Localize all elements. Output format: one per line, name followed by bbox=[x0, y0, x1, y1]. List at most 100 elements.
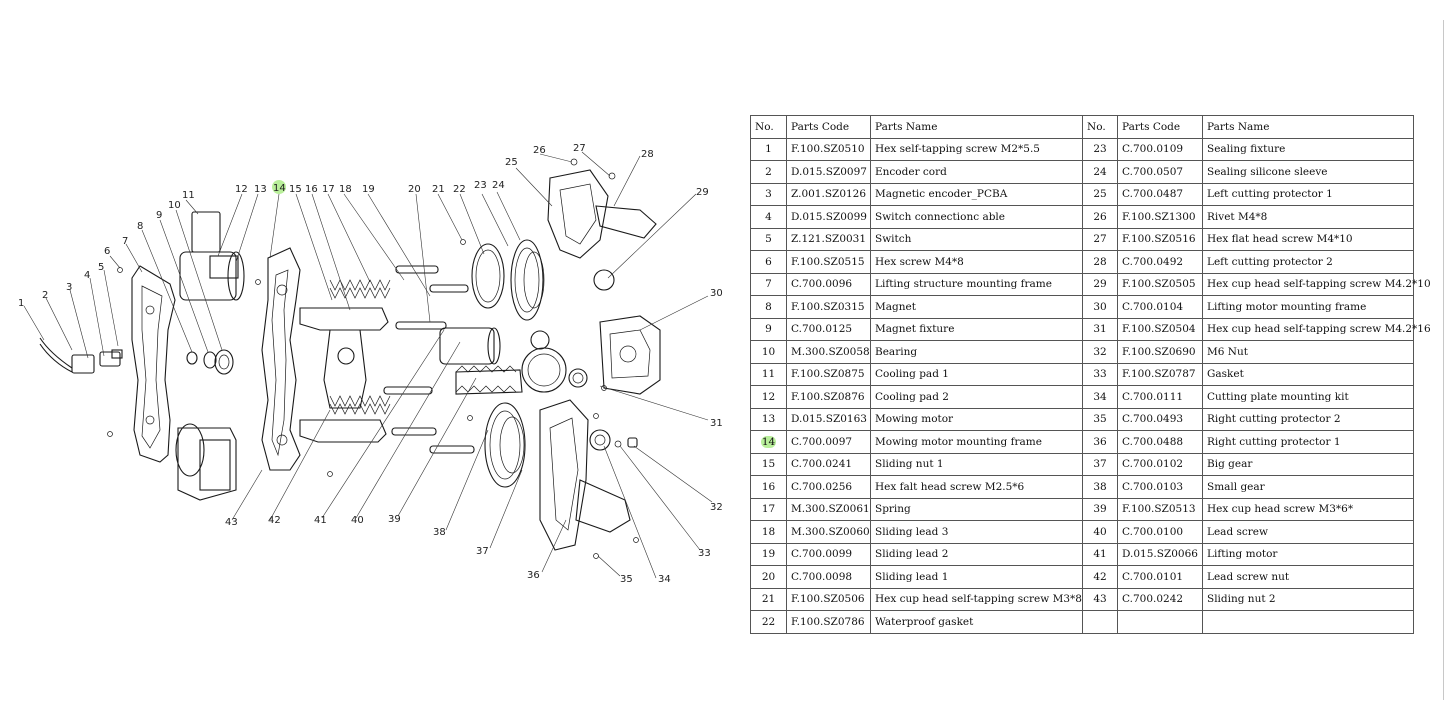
callout-29: 29 bbox=[696, 187, 709, 198]
row-parts-code-text: C.700.0125 bbox=[791, 323, 853, 336]
row-number-2-text: 39 bbox=[1093, 503, 1107, 516]
row-parts-code: F.100.SZ0506 bbox=[786, 587, 871, 611]
row-number-text: 17 bbox=[761, 503, 776, 516]
row-number-2-text: 37 bbox=[1093, 458, 1107, 471]
row-parts-name-2: Rivet M4*8 bbox=[1202, 205, 1414, 229]
row-parts-name-2-text: Right cutting protector 1 bbox=[1207, 435, 1341, 448]
row-parts-name-2-text: Cutting plate mounting kit bbox=[1207, 390, 1349, 403]
row-parts-code-text: D.015.SZ0163 bbox=[791, 413, 867, 426]
row-number: 14 bbox=[750, 430, 787, 454]
encoder-cord-drawing bbox=[39, 337, 123, 374]
row-number-2-text: 23 bbox=[1093, 143, 1107, 156]
callout-27: 27 bbox=[573, 143, 586, 154]
row-parts-code-2-text: C.700.0102 bbox=[1122, 458, 1184, 471]
row-parts-name-text: Waterproof gasket bbox=[875, 615, 974, 628]
row-number-2: 37 bbox=[1082, 452, 1118, 476]
row-number-text: 10 bbox=[761, 345, 776, 358]
row-parts-name-2: Lead screw bbox=[1202, 520, 1414, 544]
row-number-text: 14 bbox=[760, 435, 777, 448]
row-number-text: 11 bbox=[761, 368, 776, 381]
callout-34: 34 bbox=[658, 574, 671, 585]
row-parts-code: D.015.SZ0163 bbox=[786, 407, 871, 431]
row-parts-name: Sliding lead 3 bbox=[870, 520, 1083, 544]
callout-22: 22 bbox=[453, 184, 466, 195]
row-number-2: 38 bbox=[1082, 475, 1118, 499]
row-parts-code: C.700.0241 bbox=[786, 452, 871, 476]
row-parts-code-2: C.700.0488 bbox=[1117, 430, 1203, 454]
row-parts-name-2: Sealing fixture bbox=[1202, 137, 1414, 161]
cutting-protectors-drawing bbox=[539, 169, 657, 551]
row-number-2: 32 bbox=[1082, 340, 1118, 364]
row-parts-code-text: D.015.SZ0099 bbox=[791, 210, 867, 223]
row-parts-name-2: Cutting plate mounting kit bbox=[1202, 385, 1414, 409]
row-number-2-text: 31 bbox=[1093, 323, 1107, 336]
callout-35: 35 bbox=[620, 574, 633, 585]
sliding-nut-frames-drawing bbox=[299, 307, 389, 443]
row-parts-name-2: Big gear bbox=[1202, 452, 1414, 476]
row-parts-name-2-text: Rivet M4*8 bbox=[1207, 210, 1268, 223]
callout-42: 42 bbox=[268, 515, 281, 526]
row-number: 13 bbox=[750, 407, 787, 431]
row-parts-code: C.700.0096 bbox=[786, 272, 871, 296]
row-parts-code-2-text: F.100.SZ0690 bbox=[1122, 345, 1196, 358]
row-number-2: 29 bbox=[1082, 272, 1118, 296]
row-parts-code-text: C.700.0241 bbox=[791, 458, 853, 471]
callout-20: 20 bbox=[408, 184, 421, 195]
callout-6: 6 bbox=[104, 246, 110, 257]
callout-21: 21 bbox=[432, 184, 445, 195]
sliding-leads-drawing bbox=[383, 265, 475, 454]
row-number-2-text: 26 bbox=[1093, 210, 1107, 223]
row-parts-name: Hex cup head self-tapping screw M3*8 bbox=[870, 587, 1083, 611]
row-number: 4 bbox=[750, 205, 787, 229]
header-parts-name: Parts Name bbox=[870, 115, 1083, 139]
row-number-text: 5 bbox=[765, 233, 772, 246]
page-edge-rule bbox=[1443, 20, 1444, 700]
row-parts-code-2: C.700.0111 bbox=[1117, 385, 1203, 409]
row-parts-name-text: Bearing bbox=[875, 345, 918, 358]
row-parts-name-2: Right cutting protector 2 bbox=[1202, 407, 1414, 431]
row-parts-name-text: Mowing motor mounting frame bbox=[875, 435, 1042, 448]
row-parts-code-2 bbox=[1117, 610, 1203, 634]
row-parts-code: C.700.0098 bbox=[786, 565, 871, 589]
row-parts-code-2-text: F.100.SZ1300 bbox=[1122, 210, 1196, 223]
header-parts-code: Parts Code bbox=[786, 115, 871, 139]
row-parts-code-text: C.700.0096 bbox=[791, 278, 853, 291]
row-parts-code: F.100.SZ0515 bbox=[786, 250, 871, 274]
callout-12: 12 bbox=[235, 184, 248, 195]
row-number: 6 bbox=[750, 250, 787, 274]
row-parts-name-2: Lead screw nut bbox=[1202, 565, 1414, 589]
row-parts-name: Spring bbox=[870, 497, 1083, 521]
row-parts-code-2: C.700.0101 bbox=[1117, 565, 1203, 589]
row-parts-code-text: D.015.SZ0097 bbox=[791, 165, 867, 178]
sealing-rings-drawing bbox=[471, 239, 545, 488]
row-parts-code-2-text: C.700.0507 bbox=[1122, 165, 1184, 178]
row-parts-code-text: C.700.0256 bbox=[791, 480, 853, 493]
row-number: 20 bbox=[750, 565, 787, 589]
callout-1: 1 bbox=[18, 298, 24, 309]
row-parts-code-2-text: C.700.0242 bbox=[1122, 593, 1184, 606]
row-parts-name-2: M6 Nut bbox=[1202, 340, 1414, 364]
row-parts-code: F.100.SZ0315 bbox=[786, 295, 871, 319]
row-parts-code-2: F.100.SZ1300 bbox=[1117, 205, 1203, 229]
row-parts-code-text: M.300.SZ0060 bbox=[791, 525, 870, 538]
callout-26: 26 bbox=[533, 145, 546, 156]
row-parts-code-2-text: C.700.0104 bbox=[1122, 300, 1184, 313]
row-parts-code: M.300.SZ0058 bbox=[786, 340, 871, 364]
callout-28: 28 bbox=[641, 149, 654, 160]
row-parts-name-2-text: M6 Nut bbox=[1207, 345, 1248, 358]
callout-18: 18 bbox=[339, 184, 352, 195]
row-number-text: 3 bbox=[765, 188, 772, 201]
row-number-2-text: 42 bbox=[1093, 570, 1107, 583]
row-parts-code-2-text: C.700.0101 bbox=[1122, 570, 1184, 583]
row-parts-name: Encoder cord bbox=[870, 160, 1083, 184]
row-number-2: 39 bbox=[1082, 497, 1118, 521]
row-parts-code-2: F.100.SZ0504 bbox=[1117, 317, 1203, 341]
